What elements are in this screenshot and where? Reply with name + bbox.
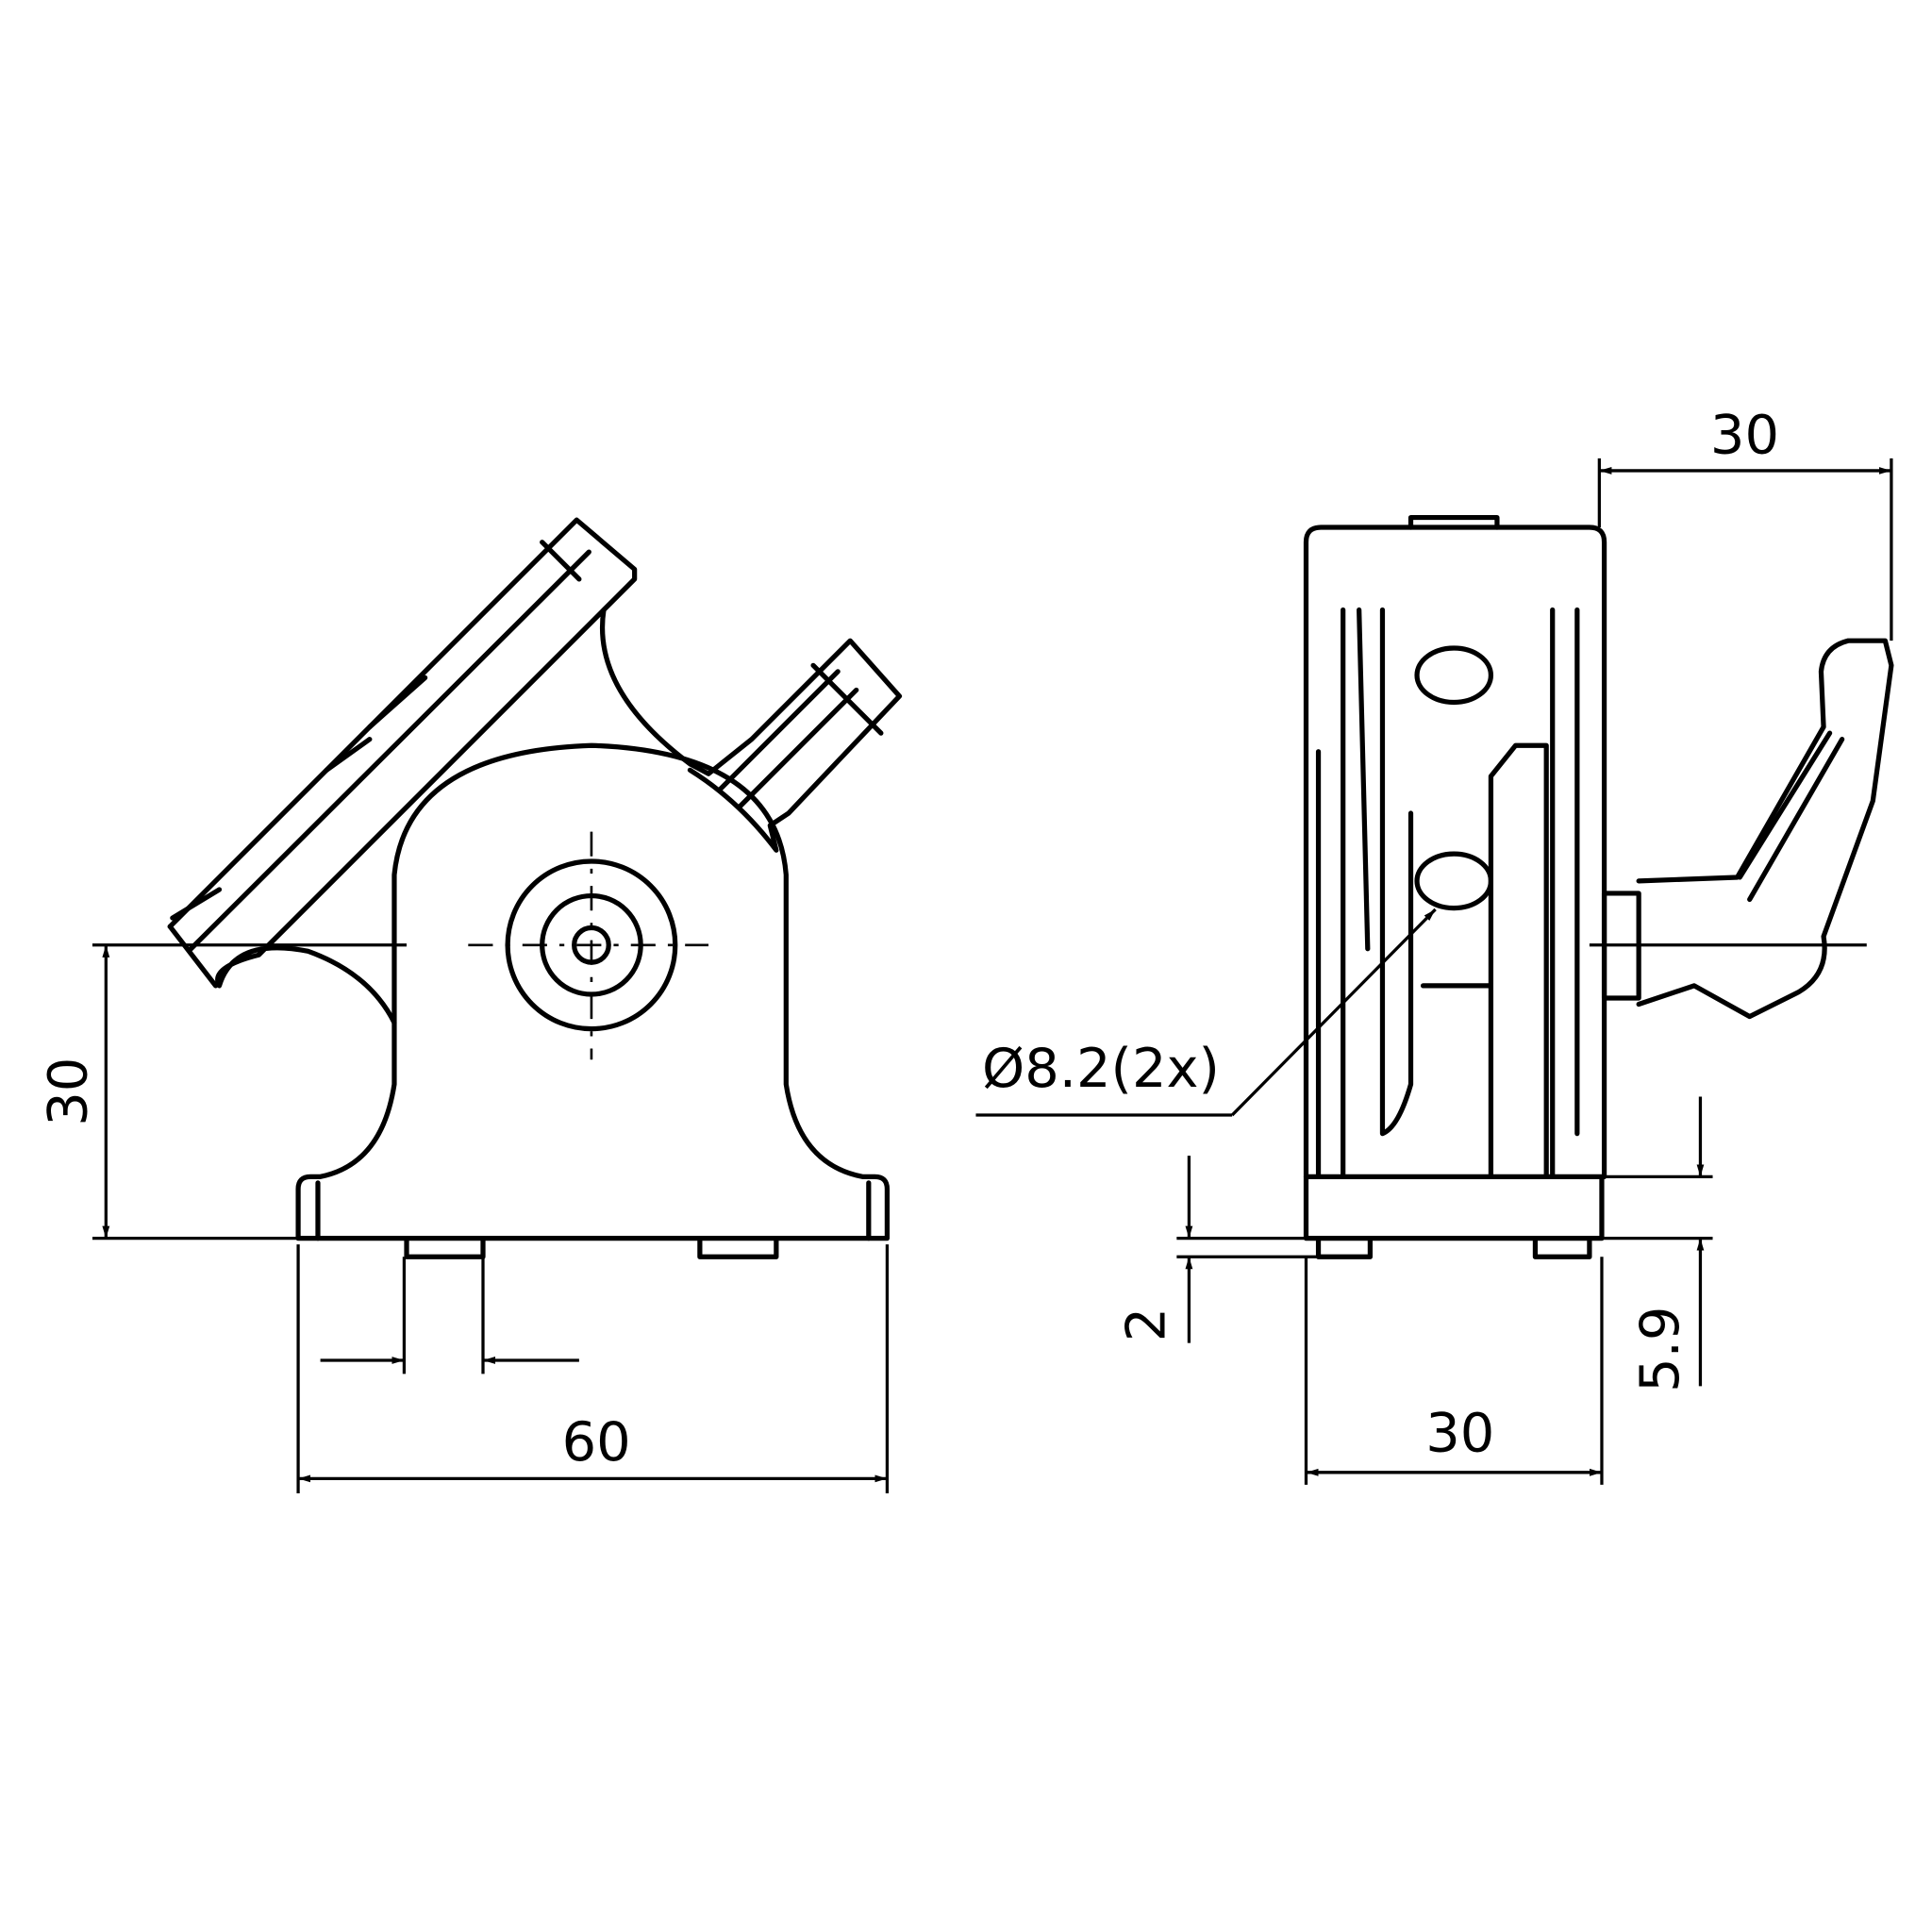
dim-bottom-width-label: 30	[1425, 1402, 1494, 1465]
angled-arm	[167, 517, 903, 1025]
side-body	[1303, 525, 1607, 1179]
dim-width-label: 60	[562, 1410, 631, 1474]
hole-lower	[1414, 851, 1494, 911]
dimension-width-60: 60	[296, 1244, 890, 1494]
dim-top-width-label: 30	[1710, 404, 1779, 467]
dim-height-label: 30	[36, 1058, 99, 1126]
dim-base-label: 5.9	[1628, 1307, 1691, 1392]
base-plate	[1303, 1174, 1605, 1241]
hole-callout-label: Ø8.2(2x)	[982, 1037, 1220, 1100]
dimension-top-30: 30	[1597, 404, 1893, 641]
side-view	[1303, 514, 1894, 1259]
dimension-2: 2	[1114, 1156, 1319, 1343]
dimension-5.9: 5.9	[1601, 1096, 1713, 1392]
foot-right	[697, 1236, 779, 1259]
clamp-lever	[1601, 638, 1894, 1020]
hole-upper	[1414, 645, 1494, 706]
hole-callout: Ø8.2(2x)	[975, 908, 1437, 1117]
base-body	[295, 742, 891, 1241]
dim-plate-label: 2	[1114, 1307, 1177, 1342]
front-view	[92, 517, 903, 1259]
dimension-bottom-30: 30	[1304, 1257, 1604, 1485]
foot-left	[404, 1236, 486, 1259]
dimension-height-30: 30	[36, 944, 299, 1241]
